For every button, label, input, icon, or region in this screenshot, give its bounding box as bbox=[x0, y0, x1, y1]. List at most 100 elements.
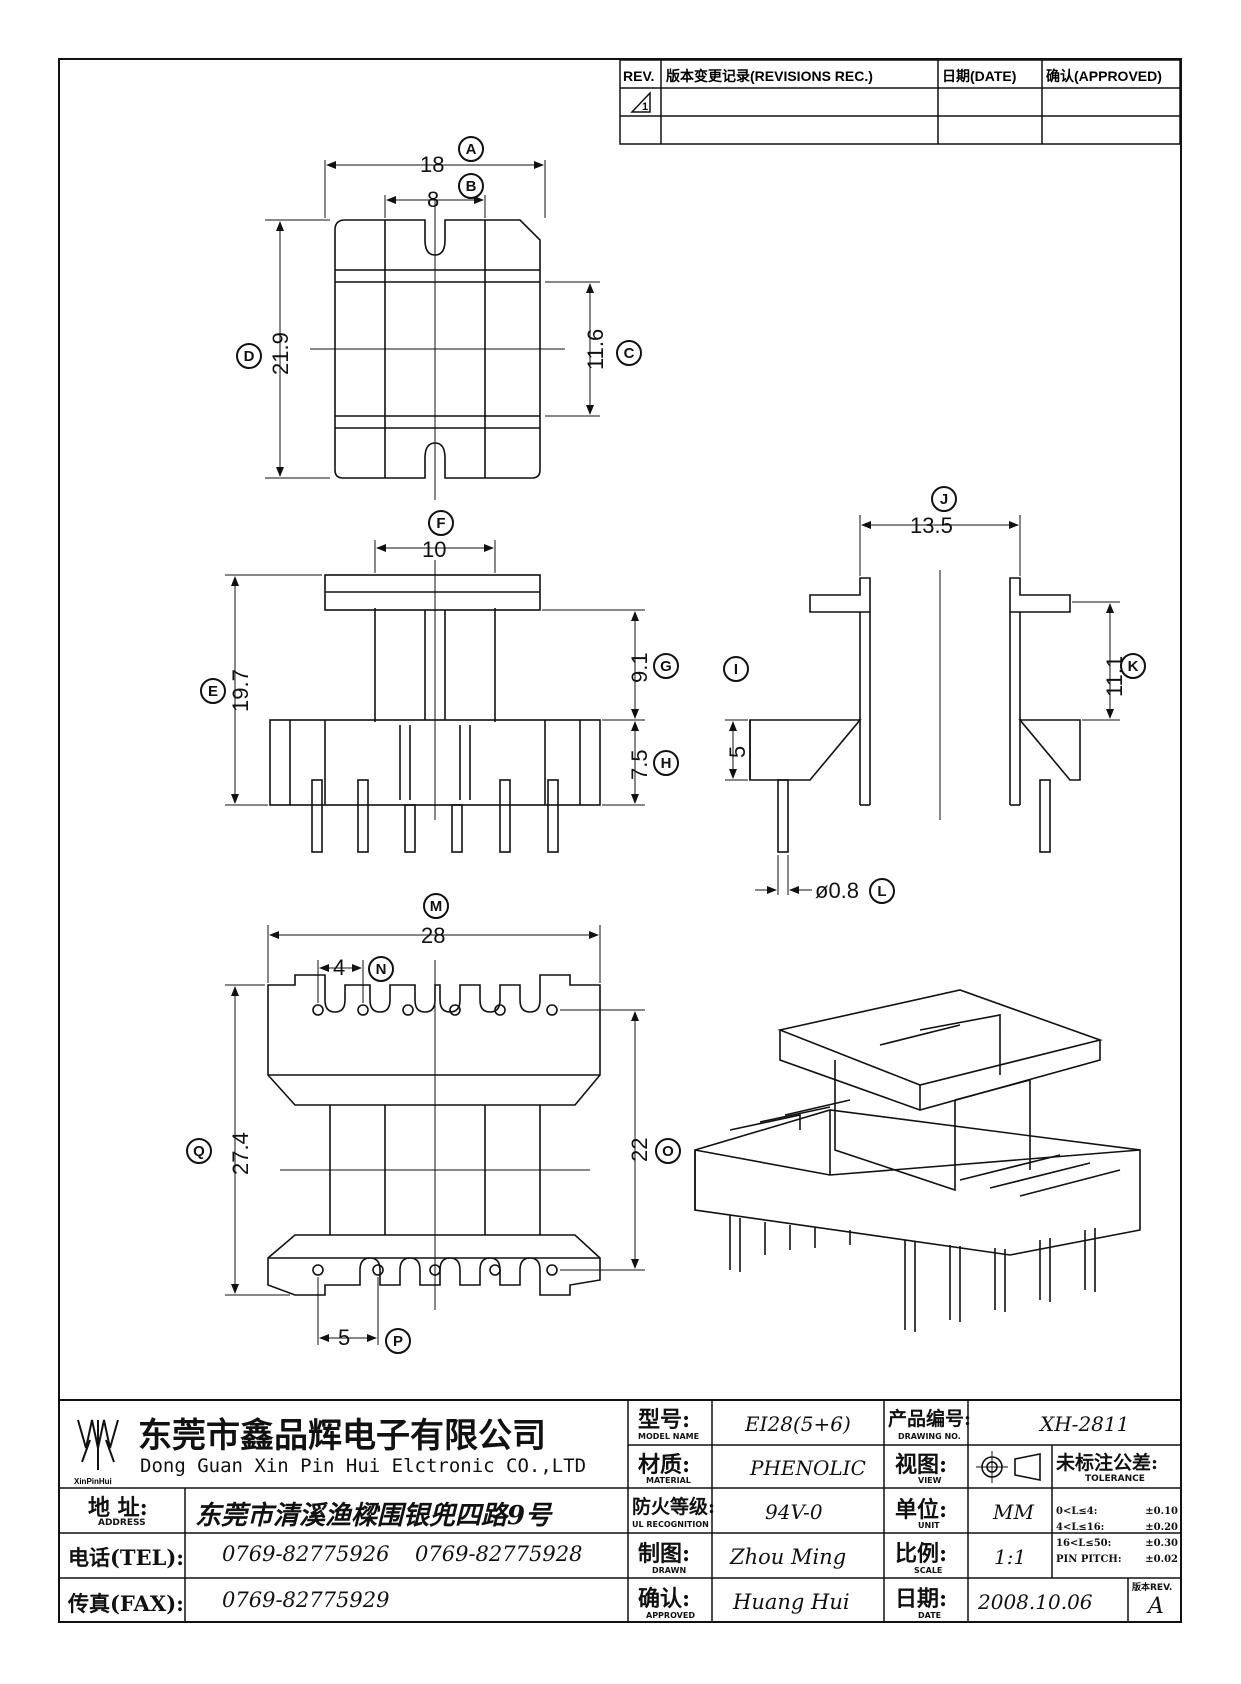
callout-b: B bbox=[458, 173, 484, 199]
dim-P-value: 5 bbox=[338, 1325, 350, 1350]
address-label-en: ADDRESS bbox=[98, 1518, 146, 1528]
date-header: 日期(DATE) bbox=[942, 68, 1016, 84]
dim-I-value: 5 bbox=[725, 746, 750, 758]
drawing-no-value: XH-2811 bbox=[1040, 1412, 1130, 1436]
address-value: 东莞市清溪渔樑围银兜四路9号 bbox=[195, 1501, 552, 1531]
tolerance-row: 16<L≤50:±0.30 bbox=[1056, 1538, 1178, 1549]
callout-n: N bbox=[368, 956, 394, 982]
callout-f: F bbox=[428, 510, 454, 536]
scale-label: 比例: bbox=[895, 1541, 948, 1567]
rev-value: A bbox=[1148, 1594, 1164, 1619]
dim-N-value: 4 bbox=[333, 955, 345, 980]
revisions-header: 版本变更记录(REVISIONS REC.) bbox=[666, 68, 873, 84]
rev-label: 版本REV. bbox=[1132, 1583, 1173, 1593]
tolerance-row: 0<L≤4:±0.10 bbox=[1056, 1506, 1178, 1517]
company-logo bbox=[77, 1419, 119, 1470]
callout-e: E bbox=[200, 678, 226, 704]
unit-label-en: UNIT bbox=[918, 1521, 940, 1530]
callout-m: M bbox=[423, 893, 449, 919]
dim-O-value: 22 bbox=[627, 1138, 652, 1162]
front-view-pins bbox=[311, 779, 559, 853]
fire-rating-label: 防火等级: bbox=[632, 1496, 716, 1518]
top-view bbox=[265, 160, 600, 500]
tolerance-table: 0<L≤4:±0.10 4<L≤16:±0.20 16<L≤50:±0.30 P… bbox=[1056, 1504, 1178, 1568]
fire-rating-value: 94V-0 bbox=[765, 1500, 823, 1524]
address-label: 地 址: bbox=[88, 1495, 148, 1521]
title-block bbox=[58, 1399, 1182, 1623]
tolerance-row: 4<L≤16:±0.20 bbox=[1056, 1522, 1178, 1533]
dim-L-value: ø0.8 bbox=[815, 878, 859, 903]
drawn-value: Zhou Ming bbox=[730, 1545, 847, 1569]
callout-o: O bbox=[655, 1138, 681, 1164]
drawn-label-en: DRAWN bbox=[652, 1566, 687, 1575]
company-name-cn: 东莞市鑫品辉电子有限公司 bbox=[138, 1416, 546, 1456]
unit-label: 单位: bbox=[895, 1497, 948, 1523]
approved-value: Huang Hui bbox=[733, 1590, 850, 1614]
view-label-en: VIEW bbox=[918, 1476, 942, 1485]
dim-A-value: 18 bbox=[420, 152, 444, 177]
callout-j: J bbox=[931, 486, 957, 512]
revision-table bbox=[619, 59, 1181, 145]
scale-value: 1:1 bbox=[994, 1545, 1027, 1569]
callout-c: C bbox=[616, 340, 642, 366]
dim-F-value: 10 bbox=[422, 537, 446, 562]
model-label: 型号: bbox=[638, 1407, 691, 1433]
dim-Q-value: 27.4 bbox=[228, 1132, 253, 1175]
material-label-en: MATERIAL bbox=[646, 1476, 691, 1485]
callout-p: P bbox=[385, 1328, 411, 1354]
date-value: 2008.10.06 bbox=[978, 1590, 1093, 1614]
dim-E-value: 19.7 bbox=[228, 669, 253, 712]
callout-g: G bbox=[653, 653, 679, 679]
tel-number-1: 0769-82775926 bbox=[222, 1542, 390, 1566]
material-value: PHENOLIC bbox=[750, 1456, 866, 1480]
approved-header: 确认(APPROVED) bbox=[1046, 68, 1162, 84]
unit-value: MM bbox=[993, 1500, 1034, 1524]
view-label: 视图: bbox=[895, 1452, 948, 1478]
callout-h: H bbox=[653, 750, 679, 776]
scale-label-en: SCALE bbox=[914, 1566, 943, 1575]
callout-l: L bbox=[869, 878, 895, 904]
drawing-frame bbox=[58, 58, 1182, 1623]
isometric-view bbox=[694, 989, 1141, 1332]
dim-C-value: 11.6 bbox=[583, 329, 608, 370]
fax-number: 0769-82775929 bbox=[222, 1588, 390, 1612]
fire-rating-label-en: UL RECOGNITION bbox=[632, 1520, 709, 1529]
front-view bbox=[225, 540, 645, 853]
model-value: EI28(5+6) bbox=[745, 1412, 851, 1436]
material-label: 材质: bbox=[638, 1452, 691, 1478]
tolerance-label: 未标注公差: bbox=[1056, 1452, 1159, 1474]
isometric-ribs bbox=[729, 1099, 1121, 1197]
tolerance-row: PIN PITCH:±0.02 bbox=[1056, 1554, 1178, 1565]
dim-H-value: 7.5 bbox=[627, 749, 652, 780]
dim-D-value: 21.9 bbox=[268, 332, 293, 375]
date-label-en: DATE bbox=[918, 1611, 942, 1620]
callout-k: K bbox=[1120, 653, 1146, 679]
dim-B-value: 8 bbox=[427, 187, 439, 212]
drawing-no-label: 产品编号: bbox=[888, 1408, 972, 1430]
rev-mark: 1 bbox=[642, 101, 648, 113]
callout-d: D bbox=[236, 343, 262, 369]
rev-header: REV. bbox=[623, 68, 654, 84]
tel-number-2: 0769-82775928 bbox=[415, 1542, 583, 1566]
dimension-values: 18 8 11.6 21.9 10 19.7 9.1 7.5 13.5 11.1… bbox=[228, 152, 1127, 1350]
bottom-view bbox=[225, 925, 645, 1345]
logo-text: XinPinHui bbox=[74, 1477, 112, 1486]
approved-label-en: APPROVED bbox=[646, 1611, 695, 1620]
callout-i: I bbox=[723, 656, 749, 682]
callout-a: A bbox=[458, 136, 484, 162]
dim-G-value: 9.1 bbox=[627, 652, 652, 683]
isometric-pins bbox=[729, 1215, 1096, 1332]
callout-q: Q bbox=[186, 1138, 212, 1164]
dim-J-value: 13.5 bbox=[910, 513, 953, 538]
date-label: 日期: bbox=[895, 1586, 948, 1612]
model-label-en: MODEL NAME bbox=[638, 1432, 700, 1441]
dim-M-value: 28 bbox=[421, 923, 445, 948]
side-view bbox=[725, 515, 1120, 895]
tel-label: 电话(TEL): bbox=[68, 1545, 185, 1570]
tolerance-label-en: TOLERANCE bbox=[1085, 1474, 1145, 1484]
drawn-label: 制图: bbox=[638, 1541, 691, 1567]
drawing-no-label-en: DRAWING NO. bbox=[898, 1432, 961, 1441]
fax-label: 传真(FAX): bbox=[68, 1591, 184, 1616]
approved-label: 确认: bbox=[638, 1586, 691, 1612]
